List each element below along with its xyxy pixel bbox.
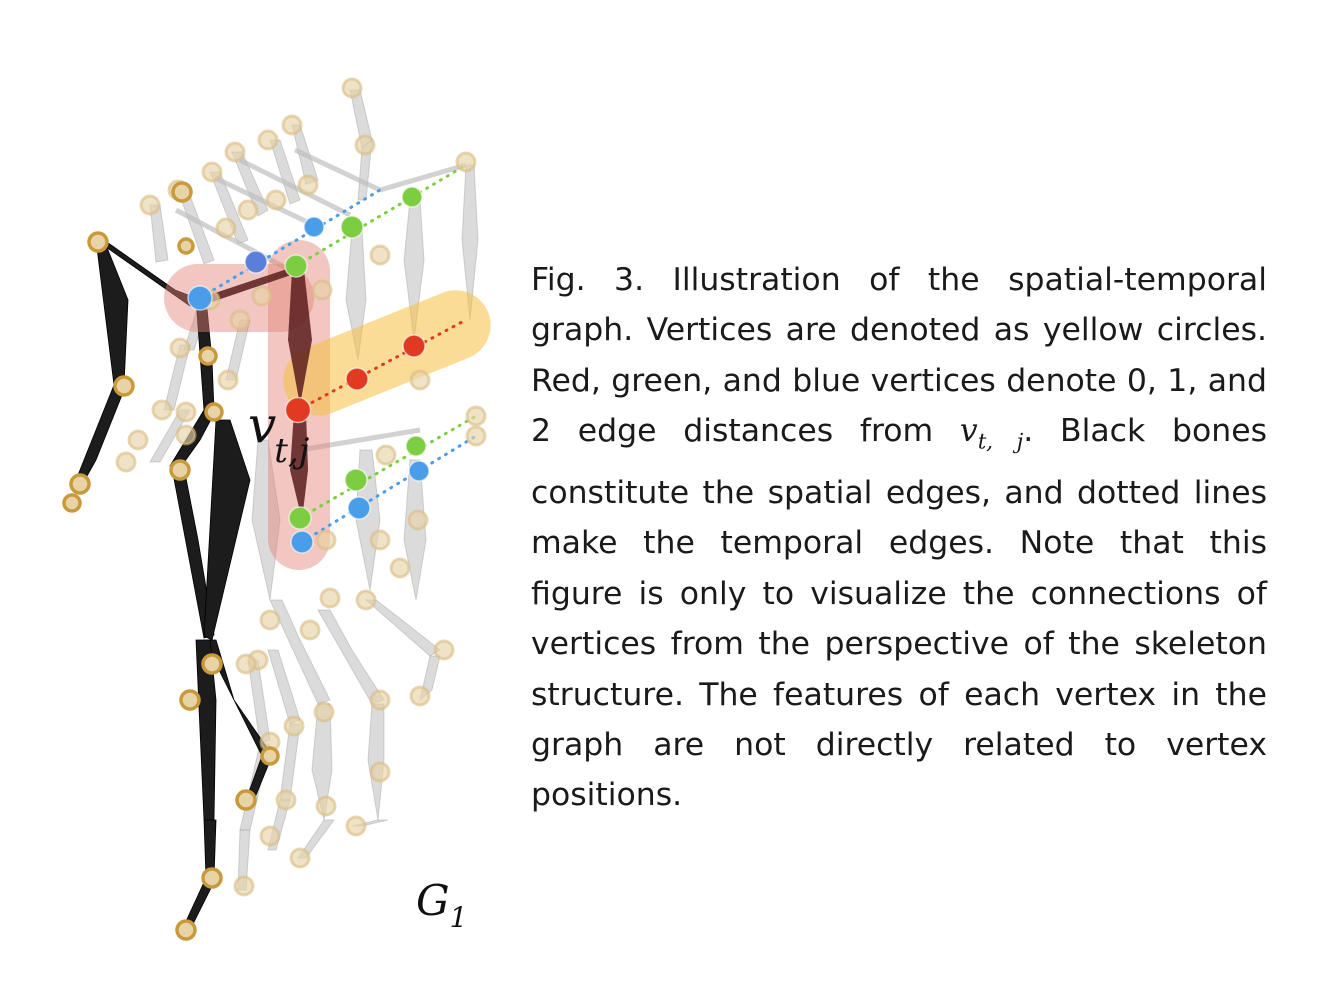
ghost-bone — [267, 649, 301, 725]
vertex-green — [340, 215, 364, 239]
skeleton-graph-figure: vt,j G1 — [62, 77, 491, 941]
temporal-highlight — [283, 290, 491, 416]
vertex-blue — [303, 216, 325, 238]
vertex-green — [344, 468, 368, 492]
vertex-green — [401, 186, 423, 208]
caption-text-rest: . Black bones constitute the spatial edg… — [531, 413, 1267, 814]
background-vertices — [115, 77, 487, 897]
highlighted-bones — [200, 268, 312, 520]
ghost-bone — [317, 609, 385, 705]
vertex-blue — [244, 250, 268, 274]
spatial-bone — [200, 268, 294, 304]
vertex-blue — [347, 496, 371, 520]
vertex-red — [345, 367, 369, 391]
vertex-blue — [187, 285, 213, 311]
temporal-edge-blue — [300, 434, 478, 544]
temporal-edge-green — [298, 414, 478, 520]
temporal-edge-green — [294, 163, 468, 268]
spatial-bone — [95, 239, 129, 386]
temporal-edge-red — [296, 320, 464, 412]
vertex-green — [284, 254, 308, 278]
vertex-blue — [408, 460, 430, 482]
spatial-bone — [203, 419, 251, 641]
neighbor-highlight-arm — [164, 264, 314, 332]
spatial-bone — [195, 639, 217, 821]
active-vertices — [62, 181, 280, 941]
ghost-bone — [364, 599, 441, 657]
ghost-bone — [269, 599, 331, 705]
vertex-red-center — [284, 396, 312, 424]
spatial-bone — [288, 270, 312, 405]
caption-fig-label: Fig. 3. — [531, 262, 645, 298]
ghost-bone — [251, 439, 281, 601]
vertex-green — [288, 506, 312, 530]
spatial-bone — [290, 412, 308, 520]
temporal-edges — [198, 163, 478, 544]
caption-text: Illustration of the spatial-temporal gra… — [531, 262, 1267, 450]
figure-caption: Fig. 3. Illustration of the spatial-temp… — [531, 255, 1267, 821]
vertex-green — [405, 435, 427, 457]
vertex-label: vt,j — [248, 396, 310, 471]
graph-label: G1 — [416, 876, 467, 934]
vertex-red — [402, 334, 426, 358]
colored-vertices — [187, 186, 430, 554]
spatial-bone — [75, 384, 127, 486]
vertex-blue — [290, 530, 314, 554]
caption-math: vt, j — [959, 413, 1024, 455]
temporal-edge-blue — [198, 188, 382, 300]
